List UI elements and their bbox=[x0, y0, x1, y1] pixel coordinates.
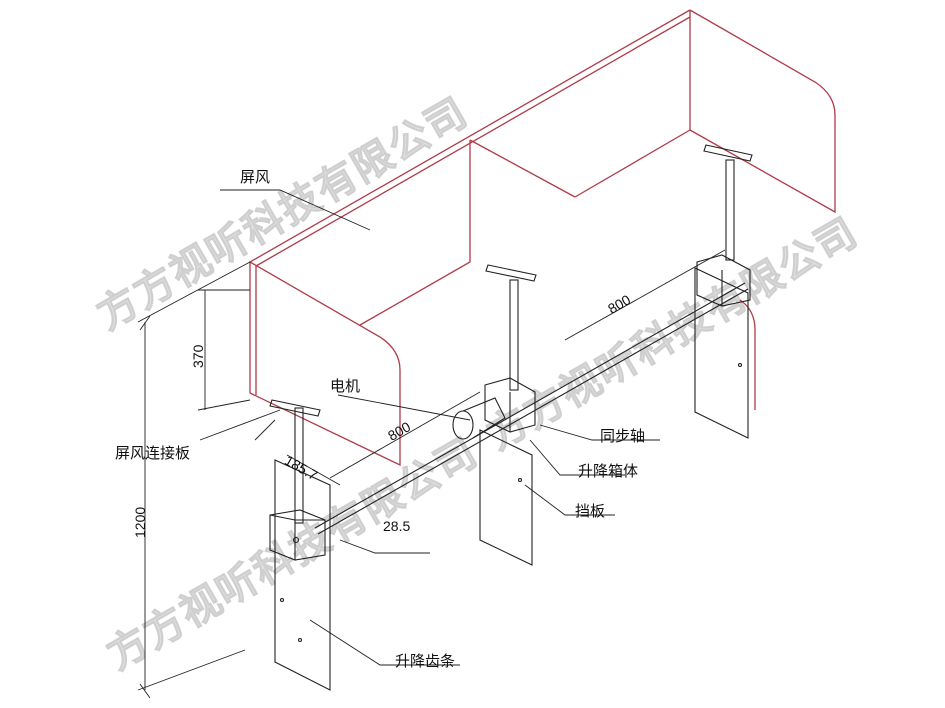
baffle-left bbox=[274, 459, 331, 691]
post-right bbox=[725, 159, 735, 261]
motor bbox=[452, 397, 506, 440]
label-sync-shaft: 同步轴 bbox=[600, 427, 646, 445]
lift-mechanism bbox=[269, 144, 753, 691]
screen-panels bbox=[249, 9, 836, 467]
label-screen-connector-plate: 屏风连接板 bbox=[115, 444, 191, 462]
box-right bbox=[696, 254, 751, 307]
sync-shaft bbox=[314, 282, 749, 535]
label-screen: 屏风 bbox=[240, 168, 271, 186]
label-lift-box: 升降箱体 bbox=[578, 462, 639, 480]
post-middle bbox=[509, 279, 519, 391]
t-plate-right bbox=[703, 144, 753, 162]
post-left bbox=[294, 407, 304, 524]
dim-370: 370 bbox=[190, 344, 206, 368]
t-plate-middle bbox=[485, 264, 537, 282]
dim-1200: 1200 bbox=[132, 506, 148, 538]
right-end-screen bbox=[689, 9, 836, 214]
label-motor: 电机 bbox=[330, 377, 361, 395]
label-baffle: 挡板 bbox=[575, 502, 606, 520]
middle-divider bbox=[359, 129, 691, 326]
baffle-right bbox=[694, 267, 749, 439]
baffle-middle bbox=[479, 429, 533, 566]
dim-28-5: 28.5 bbox=[383, 518, 411, 534]
t-plate-left bbox=[269, 399, 321, 417]
box-left bbox=[269, 509, 326, 561]
box-middle bbox=[484, 377, 536, 433]
label-lift-rack: 升降齿条 bbox=[395, 652, 456, 670]
dimension-lines bbox=[137, 189, 726, 699]
right-lower-screen bbox=[739, 299, 756, 410]
left-end-screen bbox=[249, 260, 401, 467]
